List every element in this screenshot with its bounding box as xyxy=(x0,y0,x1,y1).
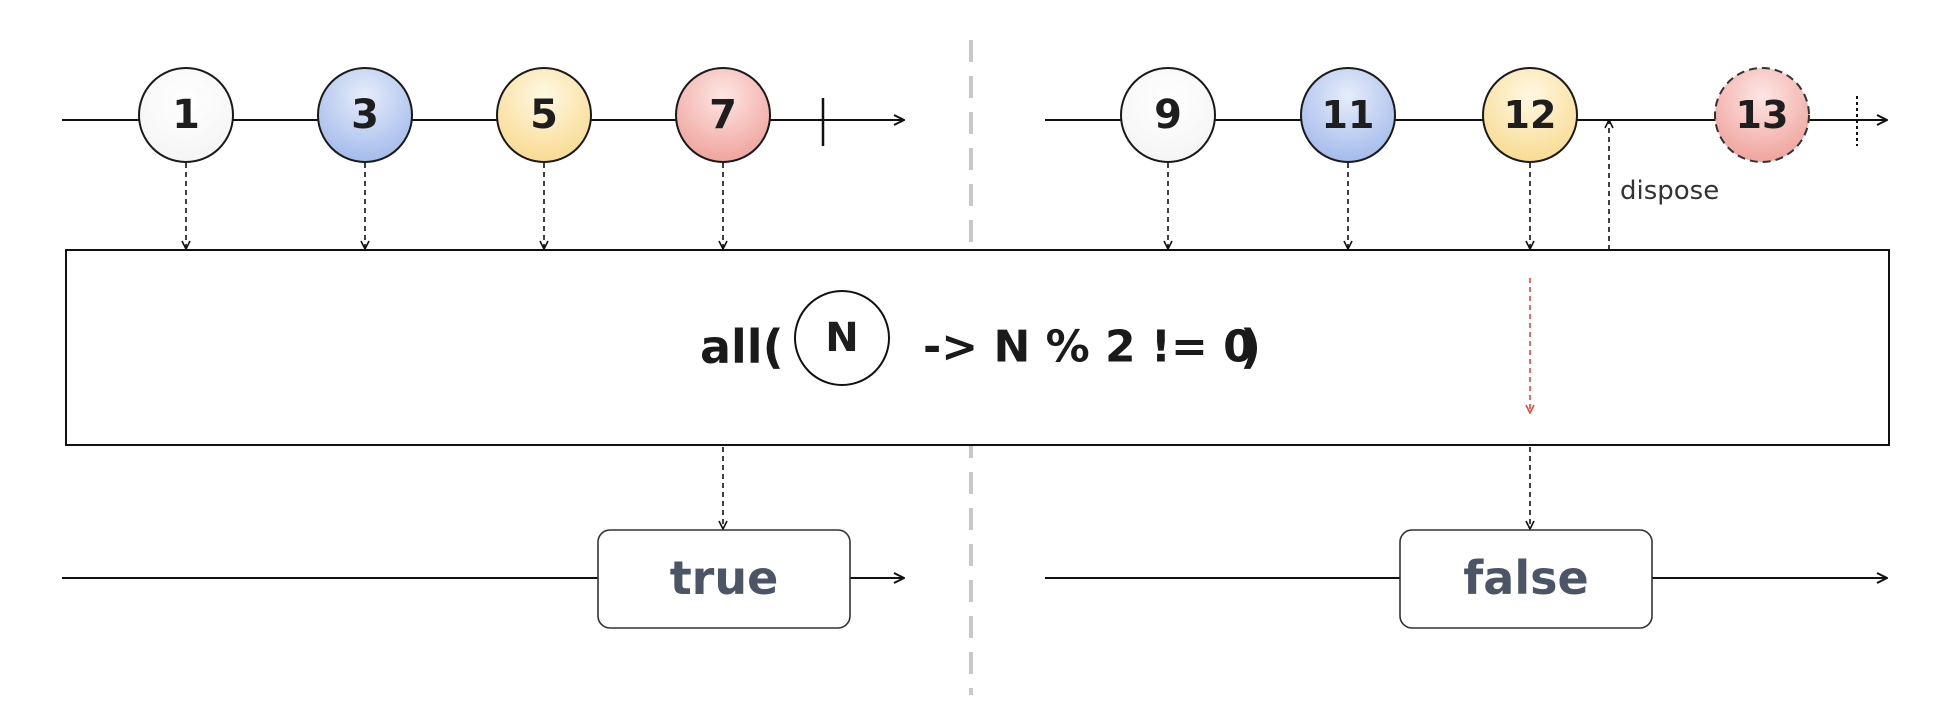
result-label: true xyxy=(670,551,779,605)
marble-label: 12 xyxy=(1504,93,1557,137)
left-panel: 1 3 5 7 true xyxy=(62,67,904,629)
right-panel: dispose 9 11 12 13 false xyxy=(1045,67,1887,629)
operator-param: N xyxy=(794,290,890,386)
marble: 5 xyxy=(496,67,592,163)
operator-lambda: -> N % 2 != 0 xyxy=(923,322,1254,373)
marble: 9 xyxy=(1120,67,1216,163)
marble: 1 xyxy=(138,67,234,163)
marble-label: 13 xyxy=(1736,93,1789,137)
marble-label: 3 xyxy=(351,92,379,138)
left-result-box: true xyxy=(597,529,851,629)
marble-label: 7 xyxy=(709,92,737,138)
marble: 12 xyxy=(1482,67,1578,163)
marble: 11 xyxy=(1300,67,1396,163)
marble-label: 5 xyxy=(530,92,558,138)
result-label: false xyxy=(1463,551,1588,605)
dispose-label: dispose xyxy=(1620,176,1719,206)
disposed-marble: 13 xyxy=(1714,67,1810,163)
operator-prefix: all( xyxy=(700,320,784,374)
marble: 7 xyxy=(675,67,771,163)
right-result-box: false xyxy=(1399,529,1653,629)
operator-suffix: ) xyxy=(1240,320,1261,374)
marble: 3 xyxy=(317,67,413,163)
param-label: N xyxy=(825,315,858,361)
operator-box: all( N -> N % 2 != 0 ) xyxy=(65,249,1890,446)
marble-label: 9 xyxy=(1154,92,1182,138)
marble-label: 1 xyxy=(172,92,200,138)
marble-label: 11 xyxy=(1322,93,1375,137)
